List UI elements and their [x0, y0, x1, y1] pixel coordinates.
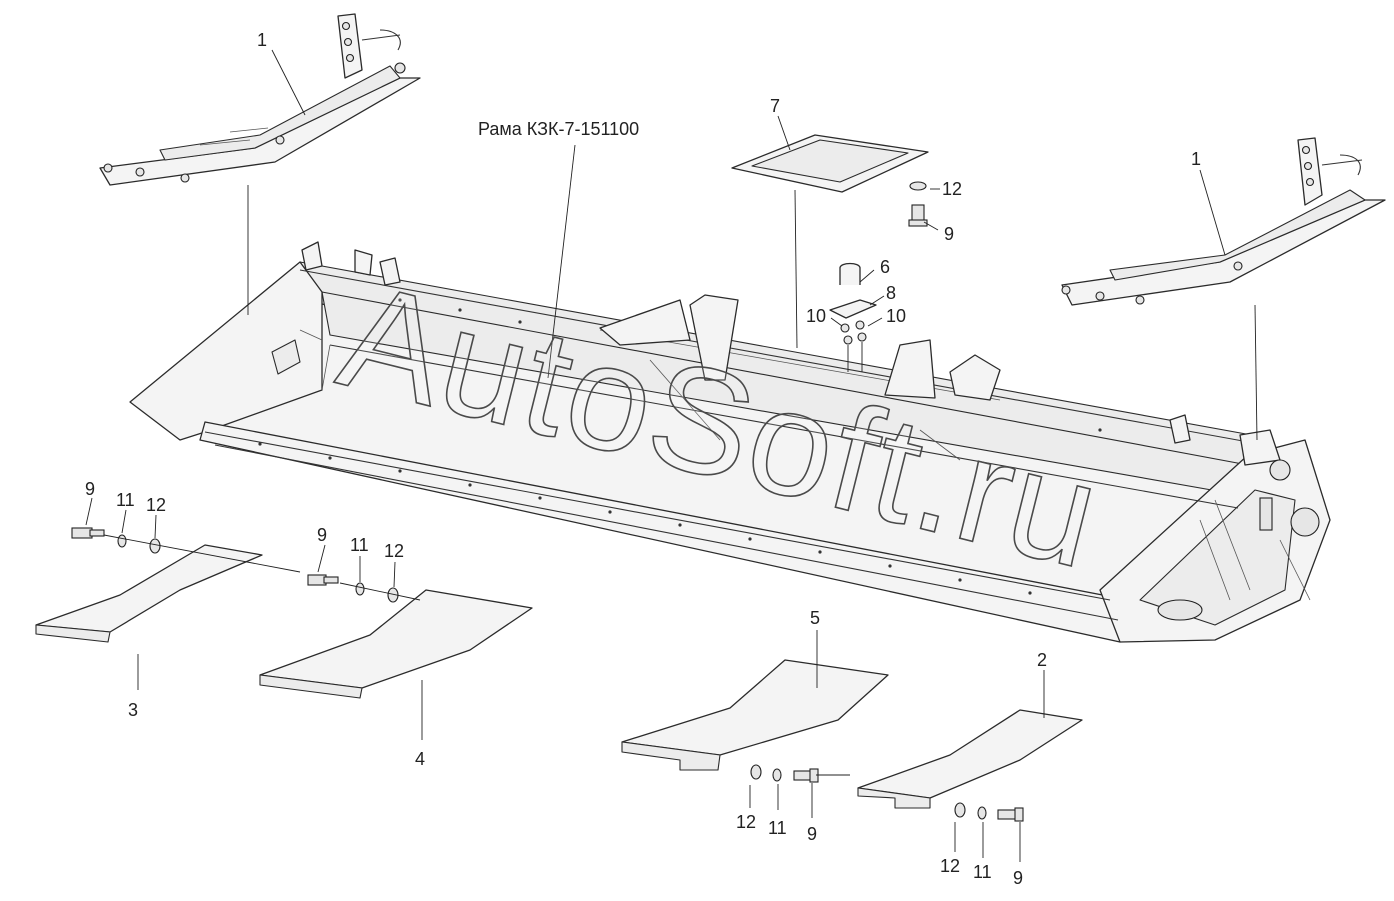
- callout-12-mid: 12: [384, 541, 404, 561]
- part-3-plate: [35, 544, 263, 643]
- lower-hardware: [71, 527, 1024, 822]
- callout-11-mid: 11: [350, 535, 369, 555]
- callout-11-part5: 11: [768, 818, 787, 838]
- top-hardware: [829, 181, 928, 345]
- part-5-plate: [621, 659, 889, 771]
- callout-9-mid: 9: [317, 525, 327, 545]
- part-1-left-bracket: [99, 13, 421, 186]
- part-4-plate: [259, 589, 533, 699]
- callout-12-top: 12: [942, 179, 962, 199]
- callout-6: 6: [880, 257, 890, 277]
- callout-11-part2: 11: [973, 862, 992, 882]
- callout-labels: Рама КЗК-7-151100 1 1 7 12 9 6 8 10 10 9…: [85, 30, 1201, 888]
- part-1-right-bracket: [1061, 137, 1386, 306]
- main-frame: [129, 241, 1331, 643]
- part-7-cover: [731, 134, 929, 193]
- rivet-dots: [258, 298, 1102, 595]
- part-2-plate: [857, 709, 1083, 809]
- callout-4: 4: [415, 749, 425, 769]
- callout-9-part2: 9: [1013, 868, 1023, 888]
- callout-11-left: 11: [116, 490, 135, 510]
- callout-2: 2: [1037, 650, 1047, 670]
- callout-10-right: 10: [886, 306, 906, 326]
- callout-8: 8: [886, 283, 896, 303]
- callout-5: 5: [810, 608, 820, 628]
- callout-1-right: 1: [1191, 149, 1201, 169]
- callout-12-part2: 12: [940, 856, 960, 876]
- callout-3: 3: [128, 700, 138, 720]
- callout-9-top: 9: [944, 224, 954, 244]
- callout-12-part5: 12: [736, 812, 756, 832]
- assembly-label: Рама КЗК-7-151100: [478, 119, 639, 139]
- callout-9-part5: 9: [807, 824, 817, 844]
- callout-7: 7: [770, 96, 780, 116]
- callout-10-left: 10: [806, 306, 826, 326]
- leader-lines: [85, 49, 1258, 862]
- callout-1-left: 1: [257, 30, 267, 50]
- callout-12-left: 12: [146, 495, 166, 515]
- callout-9-left: 9: [85, 479, 95, 499]
